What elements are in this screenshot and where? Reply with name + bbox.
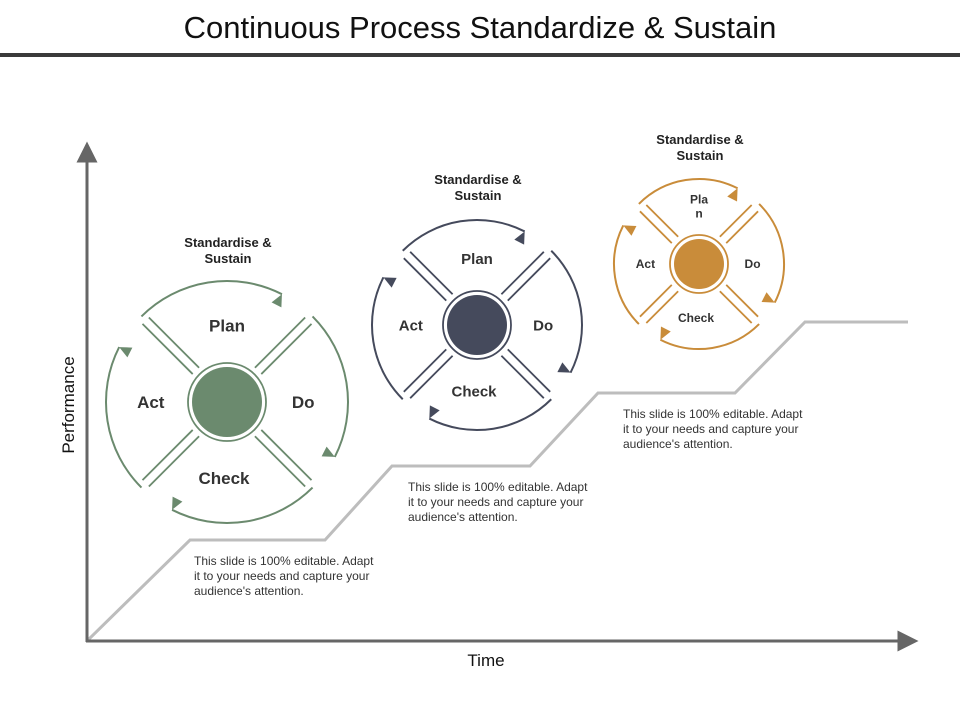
cycle-arc <box>402 219 526 252</box>
note-2-line: it to your needs and capture your <box>408 495 583 509</box>
cycle-arc <box>428 398 552 431</box>
cycle-spoke <box>500 355 545 399</box>
cycle-spoke <box>500 251 545 295</box>
note-1-line: it to your needs and capture your <box>194 569 369 583</box>
cycle-arrowhead <box>727 188 738 202</box>
cycle-arc <box>758 203 785 304</box>
note-2-line: This slide is 100% editable. Adapt <box>408 480 588 494</box>
cycle-spoke <box>639 284 673 318</box>
cycle-do-label: Do <box>533 317 553 334</box>
note-3-line: audience's attention. <box>623 437 733 451</box>
cycle-spoke <box>254 316 306 369</box>
cycle-arrowhead <box>623 225 637 236</box>
cycle-caption-line: Standardise & <box>434 172 521 187</box>
cycle-arrowhead <box>557 362 571 373</box>
cycle-hub <box>447 295 507 355</box>
cycle-spoke <box>639 210 673 244</box>
cycle-arrowhead <box>271 294 282 308</box>
note-1-line: This slide is 100% editable. Adapt <box>194 554 374 568</box>
note-1: This slide is 100% editable. Adapt it to… <box>194 554 377 598</box>
cycle-spoke <box>507 257 551 302</box>
cycle-arrowhead <box>119 347 133 358</box>
cycle-spoke <box>141 323 194 375</box>
cycle-arrowhead <box>172 496 183 510</box>
cycle-caption: Standardise &Sustain <box>184 235 271 266</box>
performance-staircase <box>86 320 908 642</box>
cycle-caption-line: Standardise & <box>656 132 743 147</box>
cycle-check-label: Check <box>198 469 250 488</box>
cycle-caption-line: Sustain <box>677 148 724 163</box>
cycle-arc <box>171 486 314 524</box>
cycle-act-label: Act <box>399 317 423 334</box>
cycle-spoke <box>719 204 753 238</box>
cycle-spoke <box>260 429 313 481</box>
slide-title: Continuous Process Standardize & Sustain <box>183 10 777 45</box>
cycle-caption: Standardise &Sustain <box>434 172 521 203</box>
cycle-arc <box>613 224 640 325</box>
note-2-line: audience's attention. <box>408 510 518 524</box>
cycle-spoke <box>645 290 679 324</box>
cycle-arc <box>140 280 283 318</box>
cycle-do-label: Do <box>292 393 315 412</box>
cycle-arrowhead <box>321 446 335 457</box>
title-rule <box>0 53 960 57</box>
cycle-plan-label-line: Pla <box>690 192 708 206</box>
cycle-caption: Standardise &Sustain <box>656 132 743 163</box>
cycle-spoke <box>507 348 551 393</box>
cycle-arrowhead <box>514 231 525 245</box>
cycle-arc <box>659 323 760 350</box>
cycle-check-label: Check <box>451 383 497 400</box>
pdca-cycles: Standardise &SustainPlanDoCheckActStanda… <box>105 132 785 524</box>
cycle-spoke <box>725 284 759 318</box>
cycle-check-label: Check <box>678 311 714 325</box>
cycle-plan-label-line: n <box>695 206 702 220</box>
note-3-line: it to your needs and capture your <box>623 422 798 436</box>
cycle-spoke <box>409 251 454 295</box>
cycle-spoke <box>254 435 306 488</box>
cycle-spoke <box>409 355 454 399</box>
note-3-line: This slide is 100% editable. Adapt <box>623 407 803 421</box>
cycle-arc <box>550 250 583 374</box>
y-axis-label: Performance <box>59 356 78 453</box>
cycle-arrowhead <box>429 405 440 419</box>
cycle-plan-label: Plan <box>461 251 493 268</box>
cycle-arc <box>638 178 739 205</box>
cycle-arrowhead <box>660 326 671 340</box>
cycle-arc <box>371 276 404 400</box>
cycle-arrowhead <box>761 292 775 303</box>
cycle-plan-label: Plan <box>209 317 245 336</box>
cycle-hub <box>674 239 724 289</box>
cycle-do-label: Do <box>745 257 761 271</box>
cycle-spoke <box>141 429 194 481</box>
cycle-arc <box>311 315 349 458</box>
cycle-arrowhead <box>383 277 397 288</box>
cycle-spoke <box>403 257 447 302</box>
cycle-caption-line: Standardise & <box>184 235 271 250</box>
cycle-spoke <box>260 323 313 375</box>
cycle-spoke <box>148 316 200 369</box>
cycle-spoke <box>403 348 447 393</box>
cycle-spoke <box>645 204 679 238</box>
cycle-spoke <box>725 210 759 244</box>
cycle-spoke <box>148 435 200 488</box>
x-axis-label: Time <box>467 651 504 670</box>
cycle-caption-line: Sustain <box>455 188 502 203</box>
cycle-caption-line: Sustain <box>205 251 252 266</box>
note-3: This slide is 100% editable. Adapt it to… <box>623 407 806 451</box>
note-1-line: audience's attention. <box>194 584 304 598</box>
cycle-hub <box>192 367 262 437</box>
note-2: This slide is 100% editable. Adapt it to… <box>408 480 591 524</box>
cycle-act-label: Act <box>636 257 655 271</box>
cycle-spoke <box>719 290 753 324</box>
cycle-act-label: Act <box>137 393 165 412</box>
cycle-arc <box>105 346 143 489</box>
